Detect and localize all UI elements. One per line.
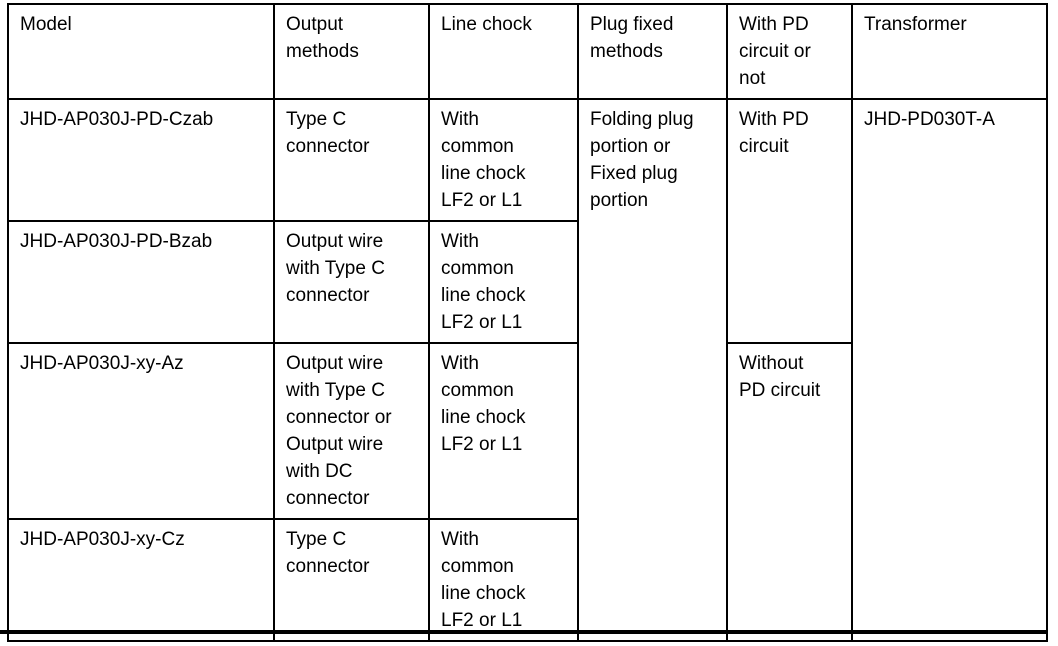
header-model: Model	[7, 3, 275, 100]
table-row-czab: JHD-AP030J-PD-Czab Type C connector With…	[7, 98, 1048, 642]
header-pd-circuit-or-not: With PD circuit or not	[726, 3, 853, 100]
header-plug-fixed-methods: Plug fixed methods	[577, 3, 728, 100]
table-header-row: Model Output methods Line chock Plug fix…	[7, 3, 1048, 100]
cell-plug-fixed-methods: Folding plug portion or Fixed plug porti…	[577, 98, 728, 642]
cell-line-chock-cz: With common line chock LF2 or L1	[428, 518, 579, 642]
cell-output-methods-bzab: Output wire with Type C connector	[273, 220, 430, 344]
cell-output-methods-az: Output wire with Type C connector or Out…	[273, 342, 430, 520]
page-bottom-rule	[0, 630, 1047, 634]
cell-line-chock-bzab: With common line chock LF2 or L1	[428, 220, 579, 344]
cell-model-bzab: JHD-AP030J-PD-Bzab	[7, 220, 275, 344]
cell-transformer: JHD-PD030T-A	[851, 98, 1048, 642]
cell-output-methods-cz: Type C connector	[273, 518, 430, 642]
spec-table: Model Output methods Line chock Plug fix…	[7, 3, 1048, 642]
cell-model-cz: JHD-AP030J-xy-Cz	[7, 518, 275, 642]
table-row-cz: JHD-AP030J-xy-Cz Type C connector With c…	[7, 518, 1047, 642]
header-output-methods: Output methods	[273, 3, 430, 100]
cell-without-pd-circuit: Without PD circuit	[726, 342, 853, 642]
table-row-az: JHD-AP030J-xy-Az Output wire with Type C…	[7, 342, 1047, 642]
cell-output-methods-czab: Type C connector	[273, 98, 430, 222]
cell-model-az: JHD-AP030J-xy-Az	[7, 342, 275, 520]
cell-line-chock-az: With common line chock LF2 or L1	[428, 342, 579, 520]
header-line-chock: Line chock	[428, 3, 579, 100]
cell-line-chock-czab: With common line chock LF2 or L1	[428, 98, 579, 222]
cell-model-czab: JHD-AP030J-PD-Czab	[7, 98, 275, 222]
table-row-bzab: JHD-AP030J-PD-Bzab Output wire with Type…	[7, 220, 1047, 344]
header-transformer: Transformer	[851, 3, 1048, 100]
cell-with-pd-circuit: With PD circuit	[726, 98, 853, 344]
